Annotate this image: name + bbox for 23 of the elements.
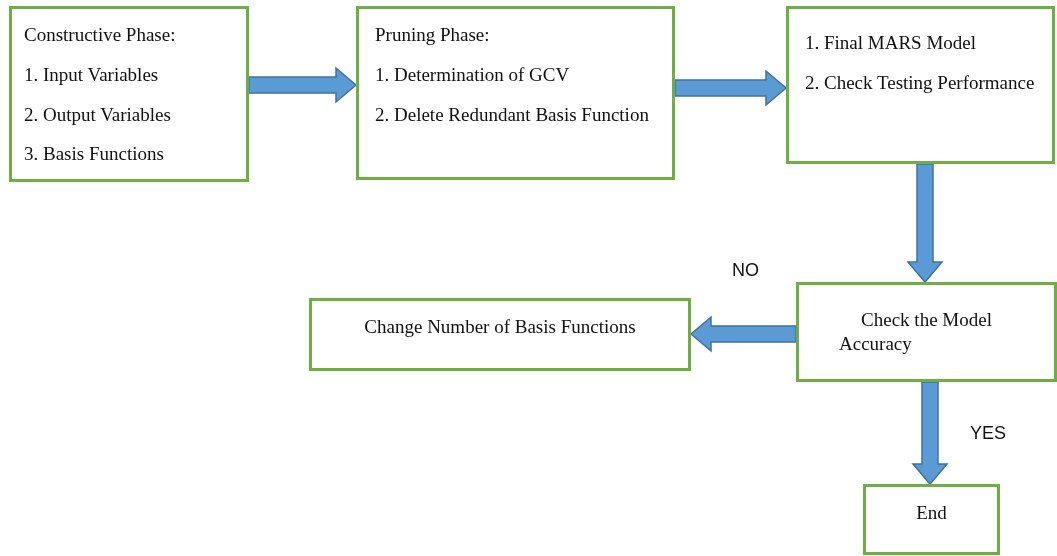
box-text: Change Number of Basis Functions	[364, 315, 636, 339]
box-text: 2. Delete Redundant Basis Function	[375, 102, 650, 127]
block-arrow	[911, 381, 949, 486]
box-text: 1. Input Variables	[24, 62, 160, 87]
box-text: Constructive Phase:	[24, 23, 177, 47]
block-arrow	[906, 163, 944, 284]
process-box	[9, 6, 249, 182]
process-box	[786, 6, 1055, 164]
process-box	[356, 6, 675, 180]
process-box	[796, 282, 1057, 382]
box-text: End	[916, 501, 947, 525]
process-box	[863, 484, 1000, 555]
block-arrow	[248, 66, 358, 104]
box-text: 1. Determination of GCV	[375, 62, 571, 87]
box-text: 2. Check Testing Performance	[805, 70, 1036, 95]
block-arrow	[674, 69, 788, 107]
box-text: 2. Output Variables	[24, 102, 172, 127]
box-text: Check the Model Accuracy	[839, 308, 993, 356]
box-text: 3. Basis Functions	[24, 142, 165, 166]
box-text: Pruning Phase:	[375, 23, 491, 47]
block-arrow	[689, 315, 797, 353]
box-text: 1. Final MARS Model	[805, 31, 978, 55]
process-box	[309, 298, 691, 371]
